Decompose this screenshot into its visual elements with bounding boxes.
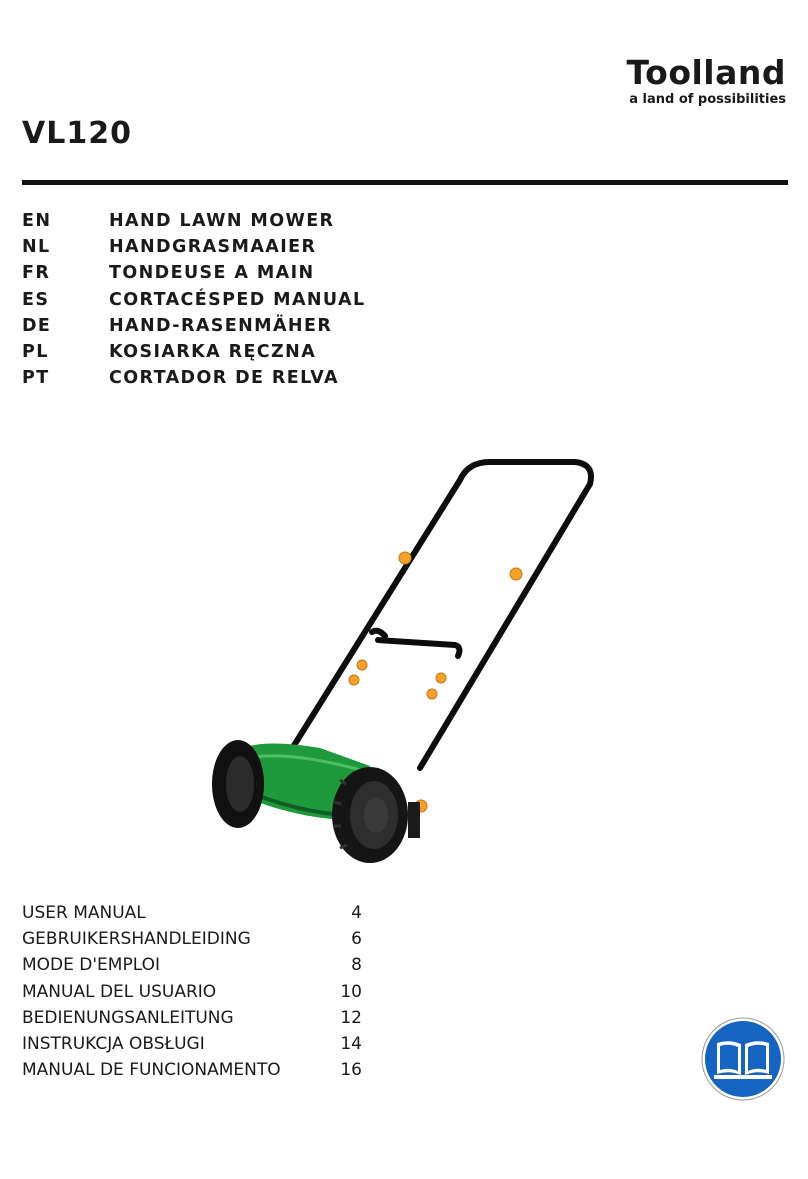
language-row: PT CORTADOR DE RELVA: [22, 365, 366, 391]
brand-name: Toolland: [626, 53, 786, 92]
language-code: ES: [22, 289, 50, 310]
model-number: VL120: [22, 116, 132, 151]
toc-label: USER MANUAL: [22, 903, 146, 924]
language-row: EN HAND LAWN MOWER: [22, 208, 366, 234]
language-code: NL: [22, 237, 51, 258]
language-code: PL: [22, 342, 49, 363]
toc-entry: GEBRUIKERSHANDLEIDING 6: [22, 926, 362, 952]
language-title: HAND-RASENMÄHER: [109, 315, 333, 336]
toc-entry: MANUAL DE FUNCIONAMENTO 16: [22, 1057, 362, 1083]
language-row: FR TONDEUSE A MAIN: [22, 260, 366, 286]
table-of-contents: USER MANUAL 4 GEBRUIKERSHANDLEIDING 6 MODE…: [22, 900, 362, 1083]
language-row: NL HANDGRASMAAIER: [22, 234, 366, 260]
language-row: PL KOSIARKA RĘCZNA: [22, 339, 366, 365]
toc-label: MANUAL DE FUNCIONAMENTO: [22, 1060, 281, 1081]
header-divider: [22, 180, 788, 185]
toc-page: 6: [351, 929, 362, 950]
language-code: EN: [22, 211, 52, 232]
toc-label: GEBRUIKERSHANDLEIDING: [22, 929, 251, 950]
toc-page: 16: [340, 1060, 362, 1081]
toc-label: INSTRUKCJA OBSŁUGI: [22, 1034, 205, 1055]
language-title: KOSIARKA RĘCZNA: [109, 342, 317, 363]
language-title: HAND LAWN MOWER: [109, 211, 335, 232]
language-row: DE HAND-RASENMÄHER: [22, 313, 366, 339]
toc-page: 14: [340, 1034, 362, 1055]
language-title: TONDEUSE A MAIN: [109, 263, 315, 284]
language-title: CORTADOR DE RELVA: [109, 368, 339, 389]
toc-page: 12: [340, 1007, 362, 1028]
brand-tagline: a land of possibilities: [629, 92, 786, 107]
language-code: DE: [22, 315, 52, 336]
language-title: CORTACÉSPED MANUAL: [109, 289, 366, 310]
toc-label: MANUAL DEL USUARIO: [22, 981, 217, 1002]
toc-page: 8: [351, 955, 362, 976]
read-manual-book-icon: [701, 1017, 785, 1101]
language-row: ES CORTACÉSPED MANUAL: [22, 287, 366, 313]
toc-label: MODE D'EMPLOI: [22, 955, 160, 976]
language-code: PT: [22, 368, 50, 389]
toc-entry: MODE D'EMPLOI 8: [22, 952, 362, 978]
hand-lawn-mower-image: [212, 459, 594, 863]
language-title-list: EN HAND LAWN MOWER NL HANDGRASMAAIER FR TON…: [22, 208, 366, 391]
toc-entry: INSTRUKCJA OBSŁUGI 14: [22, 1031, 362, 1057]
toc-entry: MANUAL DEL USUARIO 10: [22, 979, 362, 1005]
toc-label: BEDIENUNGSANLEITUNG: [22, 1007, 234, 1028]
toc-entry: BEDIENUNGSANLEITUNG 12: [22, 1005, 362, 1031]
toc-page: 4: [351, 903, 362, 924]
language-code: FR: [22, 263, 51, 284]
toc-page: 10: [340, 981, 362, 1002]
language-title: HANDGRASMAAIER: [109, 237, 317, 258]
brand-logo: Toolland a land of possibilities: [590, 54, 786, 108]
toc-entry: USER MANUAL 4: [22, 900, 362, 926]
